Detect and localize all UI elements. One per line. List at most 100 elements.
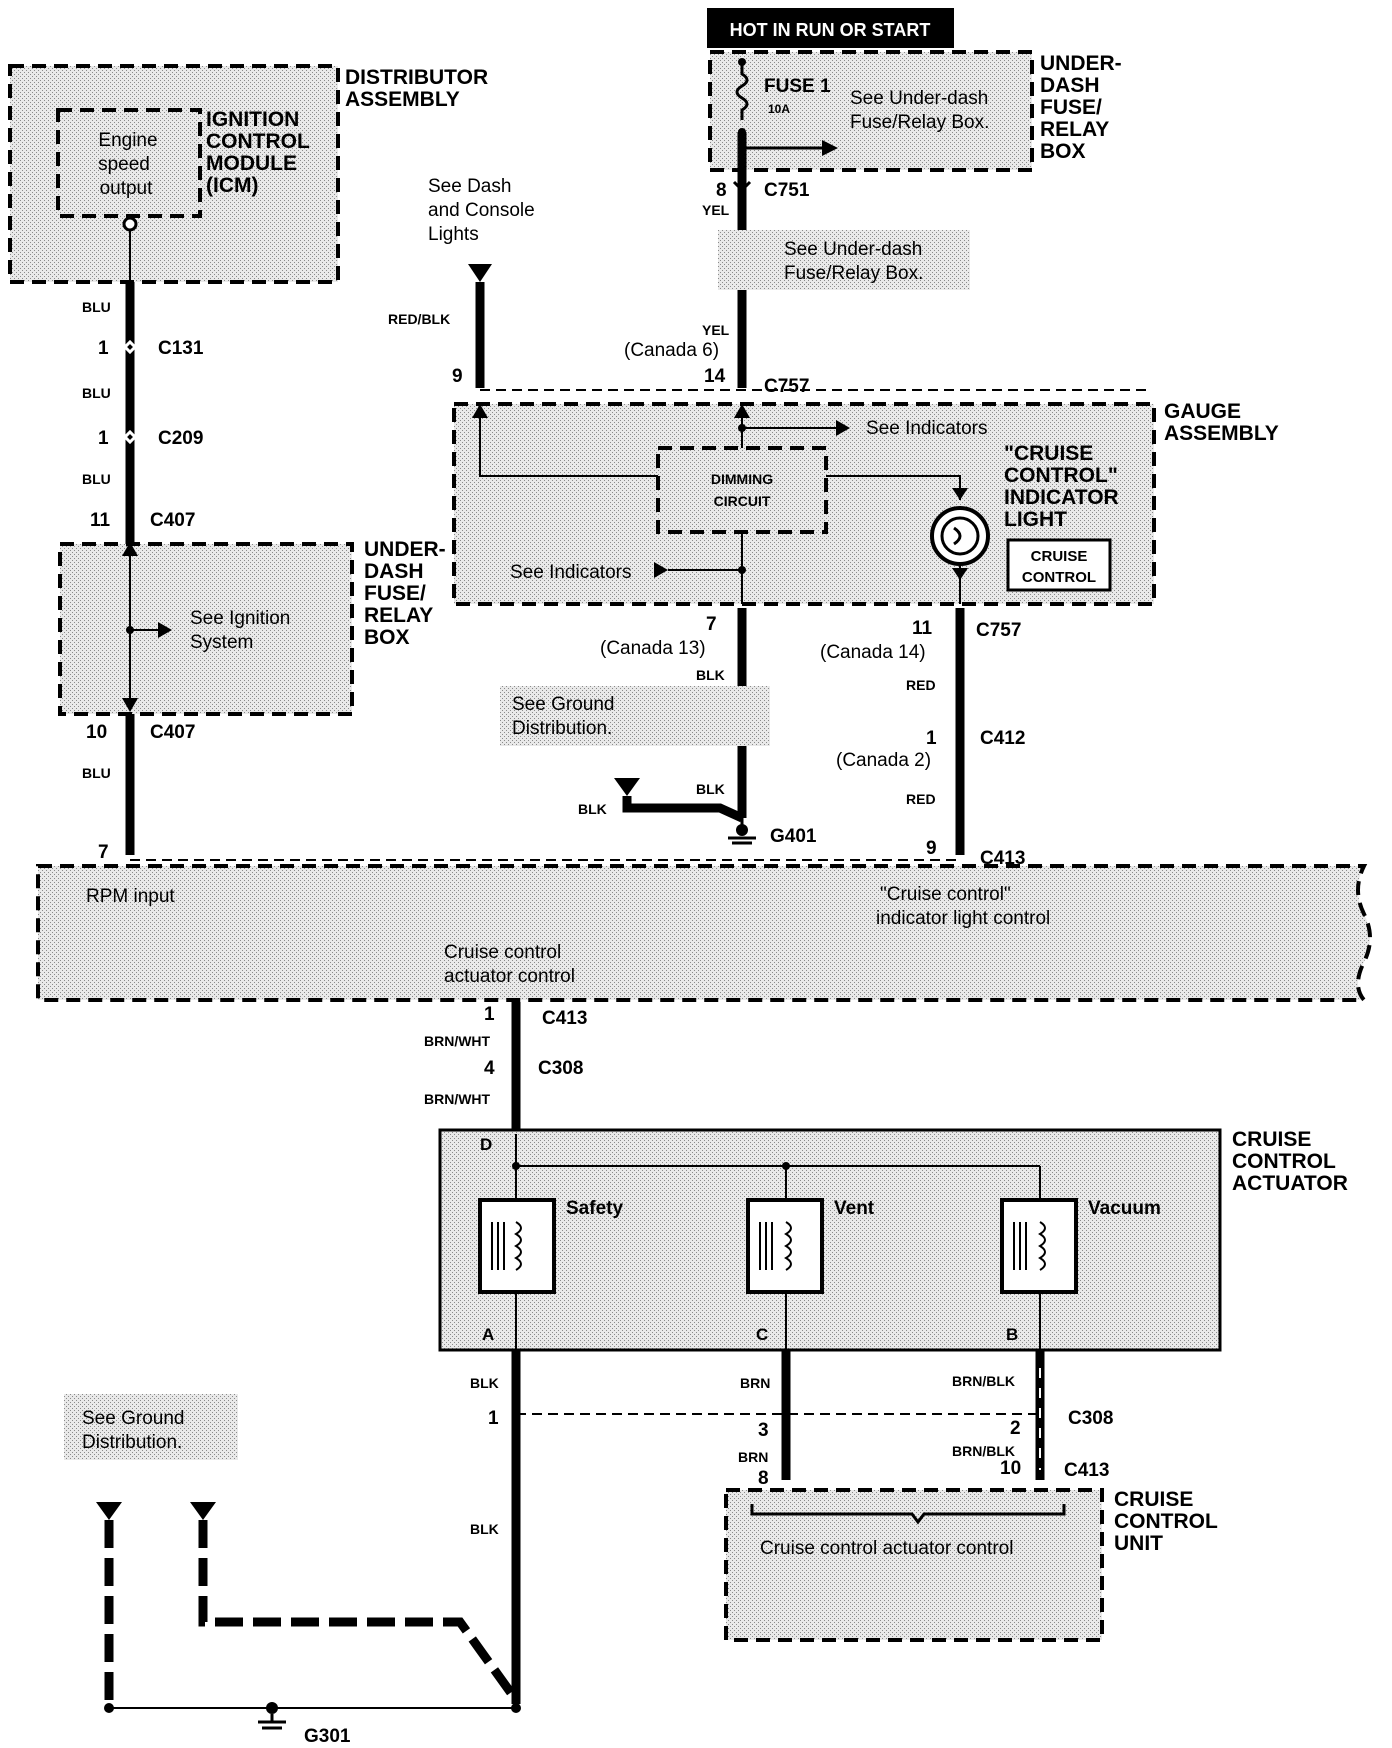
svg-text:BLK: BLK (470, 1375, 499, 1391)
svg-text:FUSE/: FUSE/ (1040, 96, 1102, 119)
see-ignition-2: System (190, 632, 253, 653)
svg-text:CRUISE: CRUISE (1232, 1128, 1311, 1151)
svg-text:8: 8 (716, 180, 727, 201)
svg-text:YEL: YEL (702, 322, 730, 338)
distributor-title: DISTRIBUTOR ASSEMBLY (345, 66, 488, 111)
svg-text:(Canada 6): (Canada 6) (624, 340, 719, 361)
fuse-1-symbol (735, 62, 749, 120)
vent-label: Vent (834, 1198, 875, 1219)
g401-ground (728, 818, 756, 845)
svg-text:DASH: DASH (364, 560, 424, 583)
svg-text:ASSEMBLY: ASSEMBLY (1164, 422, 1279, 445)
ccu-actuator-control: Cruise control actuator control (760, 1538, 1013, 1559)
svg-text:CONTROL: CONTROL (206, 130, 310, 153)
see-indicators-2: See Indicators (510, 562, 631, 583)
underdash-mid-title: UNDER- DASH FUSE/ RELAY BOX (364, 538, 446, 649)
svg-text:RELAY: RELAY (1040, 118, 1109, 141)
icm-title: IGNITION CONTROL MODULE (ICM) (206, 108, 310, 197)
svg-text:1: 1 (926, 728, 937, 749)
svg-text:(Canada 2): (Canada 2) (836, 750, 931, 771)
icm-box (56, 108, 202, 218)
c413-top-label: C413 (980, 848, 1025, 869)
svg-text:11: 11 (90, 510, 111, 531)
svg-text:IGNITION: IGNITION (206, 108, 299, 131)
svg-text:9: 9 (452, 366, 463, 387)
svg-text:DISTRIBUTOR: DISTRIBUTOR (345, 66, 488, 89)
svg-text:BLU: BLU (82, 471, 111, 487)
vacuum-label: Vacuum (1088, 1198, 1161, 1219)
svg-text:DIMMING: DIMMING (711, 471, 773, 487)
rpm-input: RPM input (86, 886, 175, 907)
c413-bottom-label: C413 (1064, 1460, 1109, 1481)
gauge-title: GAUGE ASSEMBLY (1164, 400, 1279, 445)
indicator-control-1: "Cruise control" (880, 884, 1011, 905)
svg-text:8: 8 (758, 1468, 769, 1489)
c413-feed-label: C413 (542, 1008, 587, 1029)
svg-text:RED: RED (906, 791, 936, 807)
c308-bottom-label: C308 (1068, 1408, 1113, 1429)
svg-text:BOX: BOX (1040, 140, 1086, 163)
svg-text:"CRUISE: "CRUISE (1004, 442, 1093, 465)
svg-text:1: 1 (488, 1408, 499, 1429)
c751-label: C751 (764, 180, 810, 201)
actuator-control-1: Cruise control (444, 942, 561, 963)
c757-top-label: C757 (764, 376, 809, 397)
see-ground-bottom-1: See Ground (82, 1408, 184, 1429)
engine-speed-1: Engine (98, 130, 157, 151)
cruise-control-badge (1006, 538, 1112, 592)
svg-text:9: 9 (926, 838, 937, 859)
svg-text:ACTUATOR: ACTUATOR (1232, 1172, 1348, 1195)
underdash-top-note-2: Fuse/Relay Box. (850, 112, 989, 133)
svg-text:BRN: BRN (740, 1375, 770, 1391)
svg-text:BRN/BLK: BRN/BLK (952, 1443, 1015, 1459)
svg-text:BOX: BOX (364, 626, 410, 649)
see-ignition-1: See Ignition (190, 608, 290, 629)
svg-text:CRUISE: CRUISE (1114, 1488, 1193, 1511)
svg-text:CIRCUIT: CIRCUIT (714, 493, 771, 509)
svg-text:BLK: BLK (578, 801, 607, 817)
svg-text:11: 11 (912, 618, 933, 639)
svg-text:D: D (480, 1135, 492, 1154)
svg-text:14: 14 (704, 366, 726, 387)
svg-text:A: A (482, 1325, 494, 1344)
svg-text:BRN/WHT: BRN/WHT (424, 1033, 491, 1049)
ccu-bracket (750, 1504, 1066, 1525)
svg-text:3: 3 (758, 1420, 769, 1441)
svg-text:(Canada 14): (Canada 14) (820, 642, 926, 663)
svg-text:BLU: BLU (82, 385, 111, 401)
svg-text:1: 1 (484, 1004, 495, 1025)
svg-text:BRN/WHT: BRN/WHT (424, 1091, 491, 1107)
svg-text:BRN/BLK: BRN/BLK (952, 1373, 1015, 1389)
svg-text:RELAY: RELAY (364, 604, 433, 627)
svg-text:UNDER-: UNDER- (364, 538, 446, 561)
svg-text:ASSEMBLY: ASSEMBLY (345, 88, 460, 111)
fuse-1-rating: 10A (768, 102, 790, 116)
svg-text:DASH: DASH (1040, 74, 1100, 97)
svg-text:C: C (756, 1325, 768, 1344)
ccu-title: CRUISE CONTROL UNIT (1114, 1488, 1218, 1555)
svg-text:MODULE: MODULE (206, 152, 297, 175)
c407-top-label: C407 (150, 510, 195, 531)
svg-text:10: 10 (1000, 1458, 1021, 1479)
fuse-box-note-1: See Under-dash (784, 239, 922, 260)
svg-text:10: 10 (86, 722, 107, 743)
svg-text:CONTROL: CONTROL (1232, 1150, 1336, 1173)
actuator-control-2: actuator control (444, 966, 575, 987)
see-ground-1: See Ground (512, 694, 614, 715)
see-ground-bottom-2: Distribution. (82, 1432, 182, 1453)
svg-text:BLK: BLK (470, 1521, 499, 1537)
underdash-top-note-1: See Under-dash (850, 88, 988, 109)
svg-text:YEL: YEL (702, 202, 730, 218)
svg-text:UNIT: UNIT (1114, 1532, 1163, 1555)
vacuum-solenoid (1000, 1198, 1078, 1294)
cruise-indicator-title: "CRUISE CONTROL" INDICATOR LIGHT (1004, 442, 1119, 531)
svg-text:GAUGE: GAUGE (1164, 400, 1241, 423)
engine-speed-3: output (100, 178, 154, 199)
cruise-control-unit-band (36, 864, 1372, 1002)
svg-text:7: 7 (98, 842, 109, 863)
cruise-control-actuator (438, 1128, 1222, 1352)
svg-text:1: 1 (98, 338, 109, 359)
g401-label: G401 (770, 826, 817, 847)
safety-solenoid (478, 1198, 556, 1294)
